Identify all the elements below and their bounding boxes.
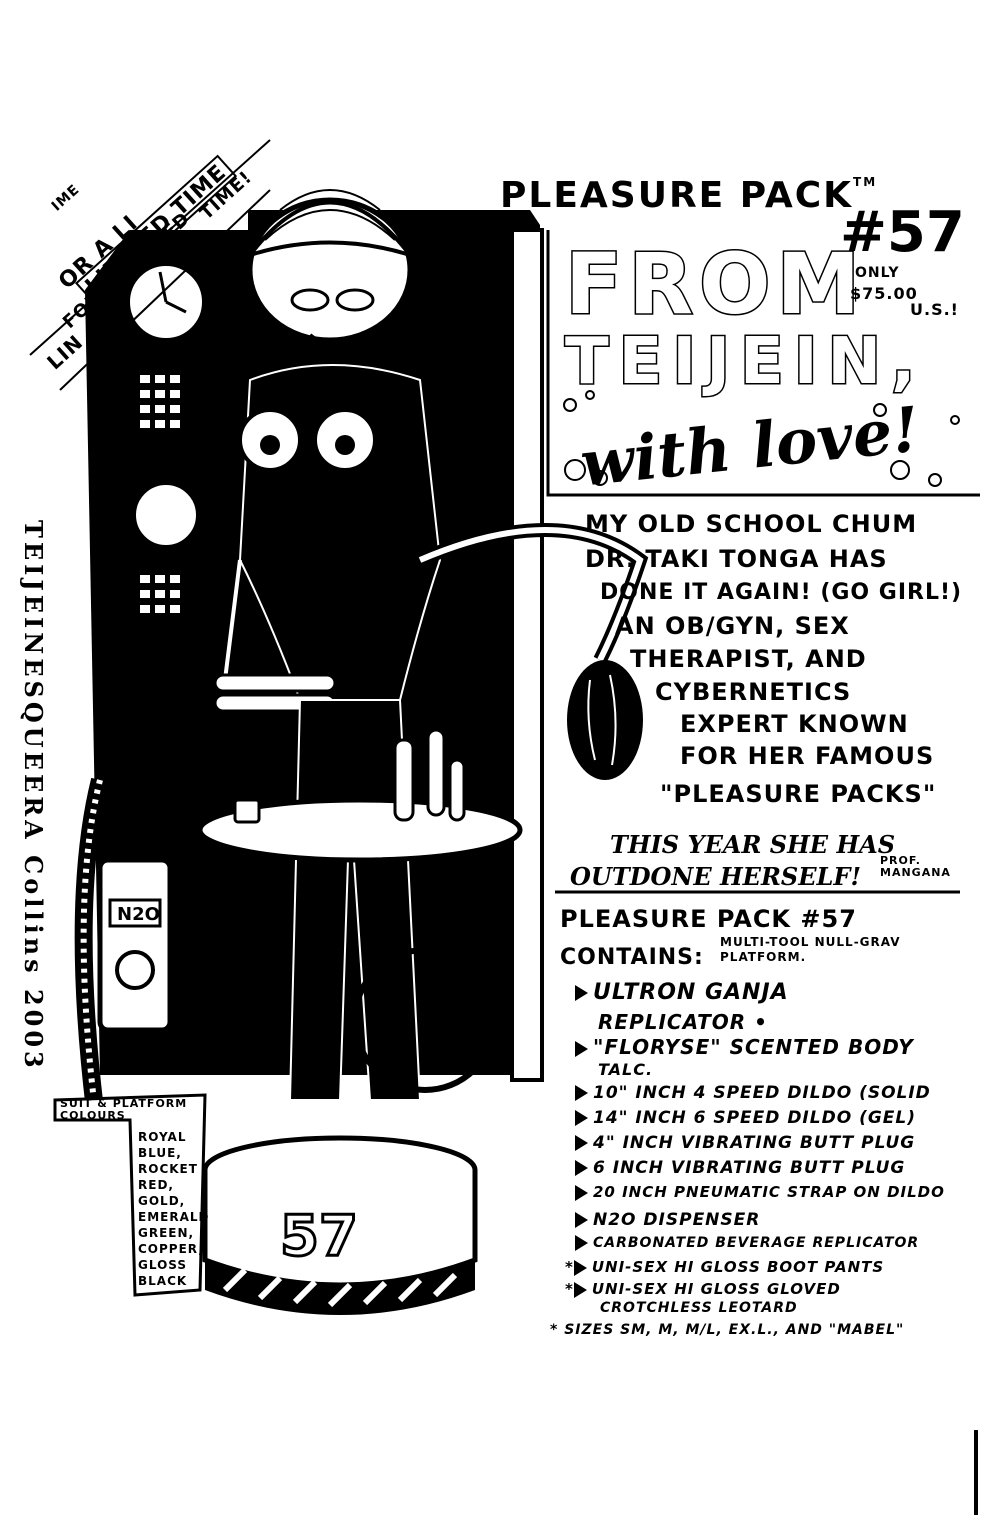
pack-sizes: * SIZES SM, M, M/L, EX.L., AND "MABEL": [550, 1322, 905, 1338]
asterisk: *: [565, 1280, 574, 1298]
story-line-3: DONE IT AGAIN! (GO GIRL!): [600, 580, 963, 605]
story-line-11: OUTDONE HERSELF!: [570, 862, 861, 891]
vent-grid: [140, 375, 180, 428]
colours-header: SUIT & PLATFORM COLOURS: [60, 1097, 188, 1122]
story-line-10: THIS YEAR SHE HAS: [610, 830, 896, 859]
story-line-8: FOR HER FAMOUS: [680, 742, 935, 770]
toys: [233, 728, 466, 824]
colour-5: GOLD,: [138, 1194, 186, 1208]
base-body: [202, 1170, 478, 1288]
bullet-triangle-icon: [575, 1040, 588, 1057]
colour-6: EMERALD: [138, 1210, 210, 1224]
colour-10: BLACK: [138, 1274, 188, 1288]
pack-item-10: N2O DISPENSER: [575, 1210, 760, 1230]
pump-bulb: [567, 660, 643, 780]
story-line-6: CYBERNETICS: [655, 678, 852, 706]
pack-item-label: 10" INCH 4 SPEED DILDO (SOLID: [593, 1083, 931, 1103]
vent-grid-lower: [140, 575, 180, 613]
pack-title: PLEASURE PACK #57: [560, 905, 857, 933]
bullet-triangle-icon: [575, 1085, 588, 1101]
pack-item-9: 20 INCH PNEUMATIC STRAP ON DILDO: [575, 1183, 945, 1201]
pleasure-pack-title: PLEASURE PACKTM: [500, 175, 877, 216]
pack-item-8: 6 INCH VIBRATING BUTT PLUG: [575, 1158, 905, 1178]
bullet-triangle-icon: [575, 1212, 588, 1228]
from-heading: FROM: [563, 234, 867, 335]
pack-item-7: 4" INCH VIBRATING BUTT PLUG: [575, 1133, 915, 1153]
pack-item-5: 10" INCH 4 SPEED DILDO (SOLID: [575, 1083, 931, 1103]
base-number: 57: [280, 1204, 358, 1269]
pack-item-11: CARBONATED BEVERAGE REPLICATOR: [575, 1235, 919, 1251]
price-currency: U.S.!: [910, 300, 959, 319]
bullet-triangle-icon: [575, 1160, 588, 1176]
colour-9: GLOSS: [138, 1258, 188, 1272]
pack-item-label: 14" INCH 6 SPEED DILDO (GEL): [593, 1108, 917, 1128]
bullet-triangle-icon: [573, 1259, 587, 1276]
pack-item-1: ULTRON GANJA: [575, 980, 789, 1005]
story-line-9: "PLEASURE PACKS": [660, 780, 937, 808]
pack-item-6: 14" INCH 6 SPEED DILDO (GEL): [575, 1108, 916, 1128]
artist-signature: TEIJEINESQUEERA Collins 2003: [19, 520, 48, 1072]
pack-item-label: 6 INCH VIBRATING BUTT PLUG: [593, 1158, 906, 1178]
pack-item-2: REPLICATOR •: [598, 1010, 768, 1034]
pack-item-label: UNI-SEX HI GLOSS BOOT PANTS: [591, 1258, 885, 1276]
colour-8: COPPER,: [138, 1242, 204, 1256]
pack-item-12: * UNI-SEX HI GLOSS BOOT PANTS: [565, 1258, 884, 1276]
bullet-triangle-icon: [575, 1184, 588, 1201]
pack-contains: CONTAINS:: [560, 945, 704, 970]
pack-item-label: UNI-SEX HI GLOSS GLOVED: [591, 1280, 841, 1298]
credit-text: PROF. MANGANA: [880, 854, 951, 879]
pack-item-label: N2O DISPENSER: [593, 1210, 761, 1230]
bubbles: [563, 390, 960, 487]
pack-item-3: "FLORYSE" SCENTED BODY: [575, 1035, 914, 1059]
pack-item-13: * UNI-SEX HI GLOSS GLOVED: [565, 1280, 841, 1298]
story-line-1: MY OLD SCHOOL CHUM: [585, 510, 918, 538]
porthole-icon: [132, 481, 200, 549]
bullet-triangle-icon: [575, 1135, 588, 1151]
pack-item-14: CROTCHLESS LEOTARD: [600, 1300, 798, 1316]
tm-mark: TM: [853, 175, 878, 189]
number-badge: #57: [840, 200, 965, 265]
colour-7: GREEN,: [138, 1226, 195, 1240]
title-text: PLEASURE PACK: [500, 175, 854, 216]
price-only: ONLY: [855, 265, 900, 281]
header-box: [546, 230, 980, 497]
colours-box-outline: [53, 1093, 207, 1297]
story-line-7: EXPERT KNOWN: [680, 710, 909, 738]
bullet-triangle-icon: [573, 1281, 587, 1298]
pack-first-item: MULTI-TOOL NULL-GRAV PLATFORM.: [720, 935, 901, 964]
colour-1: ROYAL: [138, 1130, 187, 1144]
bullet-triangle-icon: [575, 1110, 588, 1126]
colour-4: RED,: [138, 1178, 174, 1192]
story-line-4: AN OB/GYN, SEX: [615, 612, 850, 640]
cabinet-right-edge: [510, 228, 544, 1082]
pack-item-label: ULTRON GANJA: [593, 980, 789, 1005]
bullet-triangle-icon: [575, 1235, 588, 1251]
colour-2: BLUE,: [138, 1146, 182, 1160]
tank-label: N2O: [117, 904, 160, 925]
colour-3: ROCKET: [138, 1162, 198, 1176]
pack-item-label: CARBONATED BEVERAGE REPLICATOR: [593, 1235, 920, 1251]
teijein-heading: TEIJEIN,: [563, 324, 926, 401]
asterisk: *: [565, 1258, 574, 1276]
pack-item-label: 20 INCH PNEUMATIC STRAP ON DILDO: [593, 1183, 945, 1201]
pack-item-4: TALC.: [598, 1060, 654, 1079]
pack-item-label: 4" INCH VIBRATING BUTT PLUG: [593, 1133, 916, 1153]
story-line-2: DR. TAKI TONGA HAS: [585, 545, 888, 573]
story-line-5: THERAPIST, AND: [630, 645, 867, 673]
price-value: $75.00: [850, 284, 918, 303]
tank: [97, 857, 173, 1033]
pack-item-label: "FLORYSE" SCENTED BODY: [593, 1035, 914, 1059]
bullet-triangle-icon: [575, 985, 588, 1001]
